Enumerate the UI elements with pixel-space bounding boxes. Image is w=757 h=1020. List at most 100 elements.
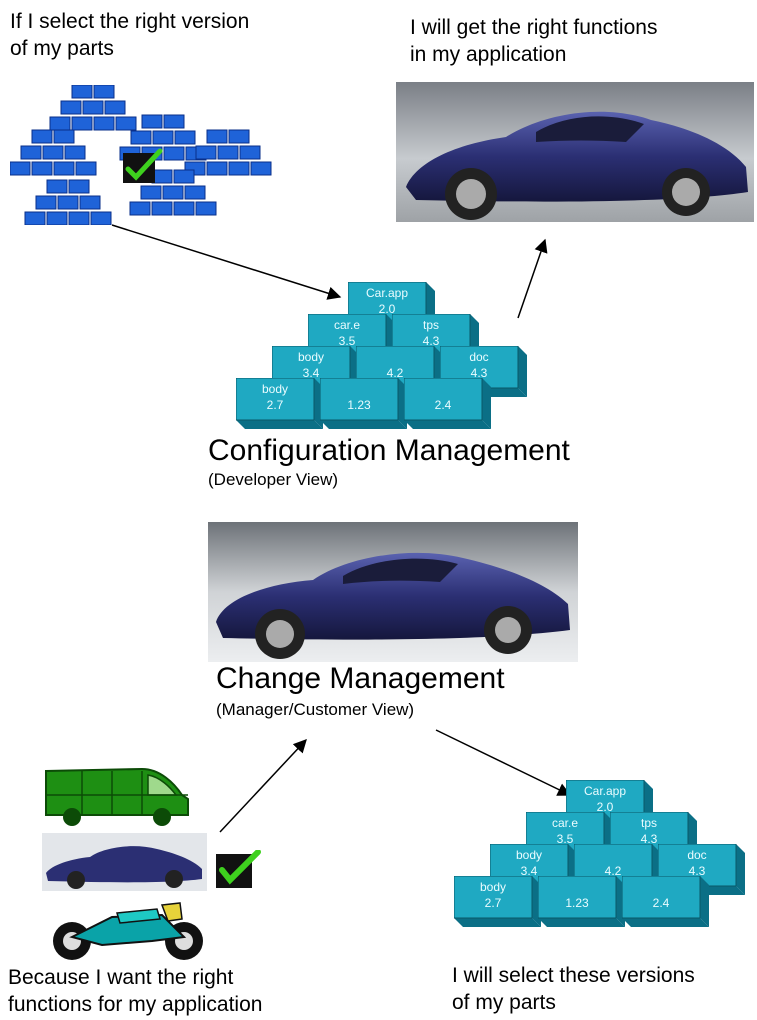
part-tile — [129, 201, 151, 216]
part-tile — [163, 114, 185, 129]
version-box: 2.4 — [622, 876, 709, 927]
car-photo-top — [396, 82, 754, 222]
version-box-label: car.e — [551, 816, 578, 830]
part-tile — [53, 161, 75, 176]
part-tile — [173, 201, 195, 216]
part-tile — [228, 129, 250, 144]
top-right-caption-line2: in my application — [410, 43, 567, 66]
version-box-label: Car.app — [365, 286, 409, 300]
part-tile — [195, 145, 217, 160]
version-box-label: body — [261, 382, 289, 396]
parts-tiles-cluster — [10, 85, 272, 225]
bottom-right-caption: I will select these versions of my parts — [452, 962, 757, 1016]
bottom-right-caption-line2: of my parts — [452, 991, 556, 1014]
part-tile — [228, 161, 250, 176]
part-tile — [68, 179, 90, 194]
part-tile — [35, 195, 57, 210]
part-tile — [174, 130, 196, 145]
version-box-label: car.e — [333, 318, 360, 332]
version-box-number: 2.7 — [484, 896, 502, 910]
version-box-number: 3.5 — [556, 832, 574, 846]
van-icon — [45, 767, 189, 826]
arrow-vehicles-to-change — [219, 739, 307, 833]
part-tile — [79, 195, 101, 210]
version-box-label: body — [515, 848, 543, 862]
part-tile — [152, 130, 174, 145]
part-tile — [173, 169, 195, 184]
car-photo-middle — [208, 522, 578, 662]
top-right-caption: I will get the right functions in my app… — [410, 14, 657, 68]
part-tile — [195, 201, 217, 216]
part-tile — [184, 185, 206, 200]
car-icon — [46, 846, 202, 889]
version-box-number: 4.3 — [640, 832, 658, 846]
version-box-number: 1.23 — [347, 398, 371, 412]
part-tile — [250, 161, 272, 176]
change-title: Change Management — [216, 662, 505, 695]
part-tile — [162, 185, 184, 200]
part-tile — [31, 129, 53, 144]
car-icon — [216, 552, 570, 659]
version-box: body 2.7 — [454, 876, 541, 927]
part-tile — [151, 201, 173, 216]
part-tile — [68, 211, 90, 225]
part-tile — [10, 161, 31, 176]
version-box: 1.23 — [320, 378, 407, 429]
car-photo-small — [42, 833, 207, 891]
part-tile — [90, 211, 112, 225]
part-tile — [163, 146, 185, 161]
arrow-change-to-versions — [435, 729, 572, 796]
version-box: 2.4 — [404, 378, 491, 429]
version-box-label: tps — [640, 816, 657, 830]
checkmark-icon — [216, 850, 261, 888]
part-tile — [46, 179, 68, 194]
bottom-left-caption-line1: Because I want the right — [8, 966, 234, 989]
version-box-number: 4.2 — [386, 366, 404, 380]
part-tile — [60, 100, 82, 115]
part-tile — [206, 161, 228, 176]
version-box-number: 4.3 — [470, 366, 488, 380]
version-box-number: 4.2 — [604, 864, 622, 878]
version-box: 1.23 — [538, 876, 625, 927]
arrow-config-to-app — [517, 238, 548, 319]
version-box-label: doc — [687, 848, 707, 862]
checkmark-icon — [123, 148, 163, 183]
motorcycle-icon — [53, 902, 203, 960]
version-box-label: Car.app — [583, 784, 627, 798]
version-box-number: 2.4 — [434, 398, 452, 412]
top-left-caption-line1: If I select the right version — [10, 10, 250, 33]
version-box-number: 3.4 — [302, 366, 320, 380]
top-left-caption: If I select the right version of my part… — [10, 8, 249, 62]
version-box-label: body — [479, 880, 507, 894]
part-tile — [104, 100, 126, 115]
config-title: Configuration Management — [208, 434, 570, 467]
part-tile — [53, 129, 75, 144]
part-tile — [31, 161, 53, 176]
part-tile — [206, 129, 228, 144]
change-subtitle: (Manager/Customer View) — [216, 700, 415, 719]
bottom-right-caption-line1: I will select these versions — [452, 964, 695, 987]
part-tile — [140, 185, 162, 200]
part-tile — [24, 211, 46, 225]
top-left-caption-line2: of my parts — [10, 37, 114, 60]
version-box-number: 2.0 — [596, 800, 614, 814]
top-right-caption-line1: I will get the right functions — [410, 16, 658, 39]
part-tile — [130, 130, 152, 145]
part-tile — [49, 116, 71, 131]
version-box-label: body — [297, 350, 325, 364]
part-tile — [46, 211, 68, 225]
part-tile — [42, 145, 64, 160]
part-tile — [115, 116, 137, 131]
version-box-number: 2.0 — [378, 302, 396, 316]
part-tile — [93, 85, 115, 99]
part-tile — [71, 116, 93, 131]
part-tile — [57, 195, 79, 210]
part-tile — [239, 145, 261, 160]
car-icon — [406, 111, 748, 220]
version-box-label: doc — [469, 350, 489, 364]
part-tile — [82, 100, 104, 115]
version-box-number: 3.5 — [338, 334, 356, 348]
